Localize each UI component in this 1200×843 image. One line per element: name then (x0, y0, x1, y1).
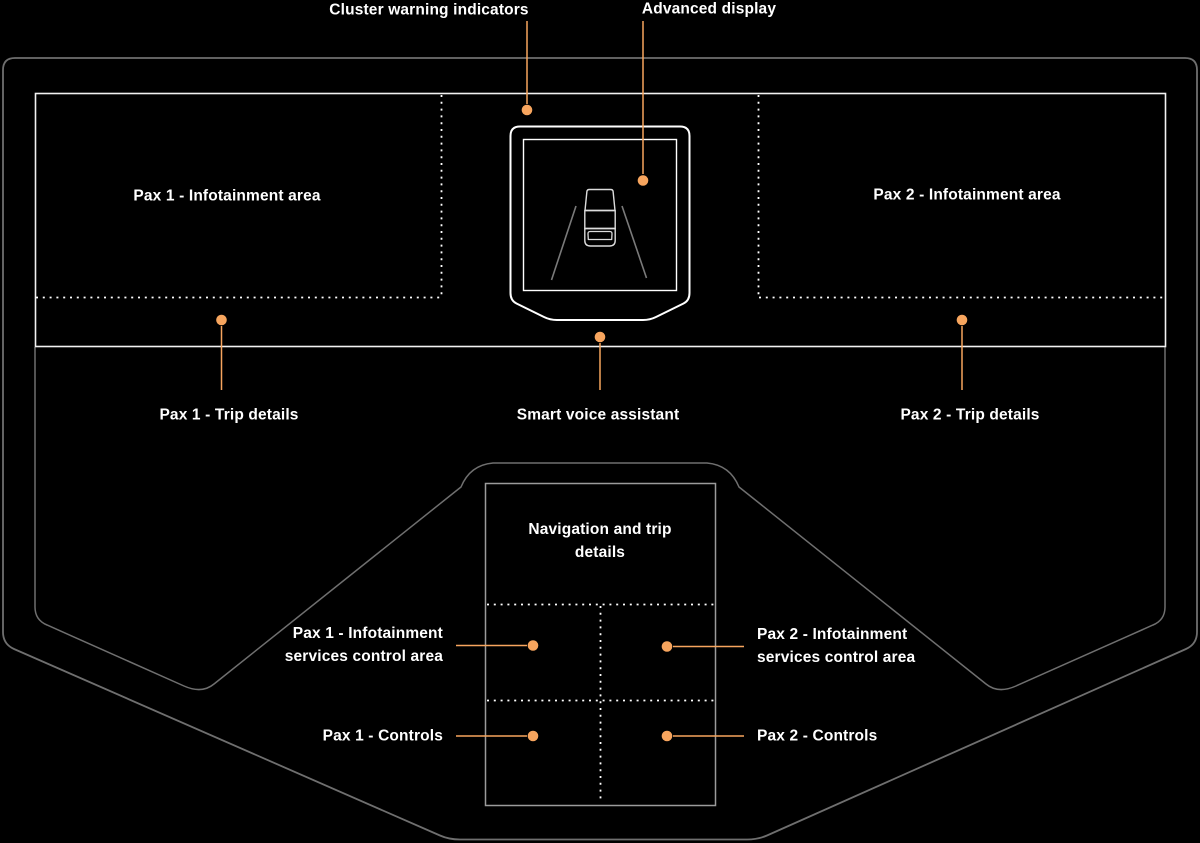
smart-voice-dot (594, 331, 606, 343)
label-pax1-infotainment-area: Pax 1 - Infotainment area (133, 187, 321, 205)
callout-advanced-display (637, 21, 649, 186)
label-pax1-trip-details: Pax 1 - Trip details (159, 406, 299, 424)
dashboard-inner-outline (34, 347, 1166, 691)
screen-boundary (34, 92, 1167, 348)
label-pax2-controls: Pax 2 - Controls (757, 727, 878, 745)
cluster-display (509, 125, 691, 321)
pax1-services-dot (527, 640, 539, 651)
label-smart-voice-assistant: Smart voice assistant (516, 406, 680, 424)
dashboard-outer-outline (2, 57, 1198, 841)
label-pax1-controls: Pax 1 - Controls (322, 727, 443, 745)
callout-cluster-warning (521, 21, 533, 116)
label-advanced-display: Advanced display (641, 0, 777, 18)
advanced-display-dot (637, 175, 649, 186)
cluster-warning-dot (521, 104, 533, 116)
callout-pax1-services (456, 640, 539, 651)
label-navigation-trip-details: Navigation and trip details (528, 521, 672, 561)
lane-line-left (550, 205, 577, 281)
pax1-trip-dot (216, 314, 227, 326)
lane-line-right (621, 205, 648, 279)
callout-pax2-controls (661, 730, 744, 742)
label-pax2-trip-details: Pax 2 - Trip details (900, 406, 1040, 424)
label-pax2-services-control: Pax 2 - Infotainment services control ar… (757, 626, 916, 666)
pax2-controls-dot (661, 730, 673, 742)
label-pax1-services-control: Pax 1 - Infotainment services control ar… (284, 625, 443, 665)
pax1-controls-dot (527, 730, 539, 742)
cluster-bezel (509, 125, 691, 321)
label-cluster-warning-indicators: Cluster warning indicators (329, 1, 529, 19)
callout-pax2-services (661, 641, 744, 652)
vehicle-icon (584, 188, 616, 247)
callout-pax1-controls (456, 730, 539, 742)
callout-pax2-trip-details (956, 314, 968, 390)
pax2-trip-dot (956, 314, 968, 326)
cluster-screen (522, 138, 678, 292)
pax2-services-dot (661, 641, 673, 652)
label-pax2-infotainment-area: Pax 2 - Infotainment area (873, 186, 1061, 204)
callout-pax1-trip-details (216, 314, 227, 390)
center-console-boundary (484, 482, 717, 807)
callout-smart-voice (594, 331, 606, 390)
